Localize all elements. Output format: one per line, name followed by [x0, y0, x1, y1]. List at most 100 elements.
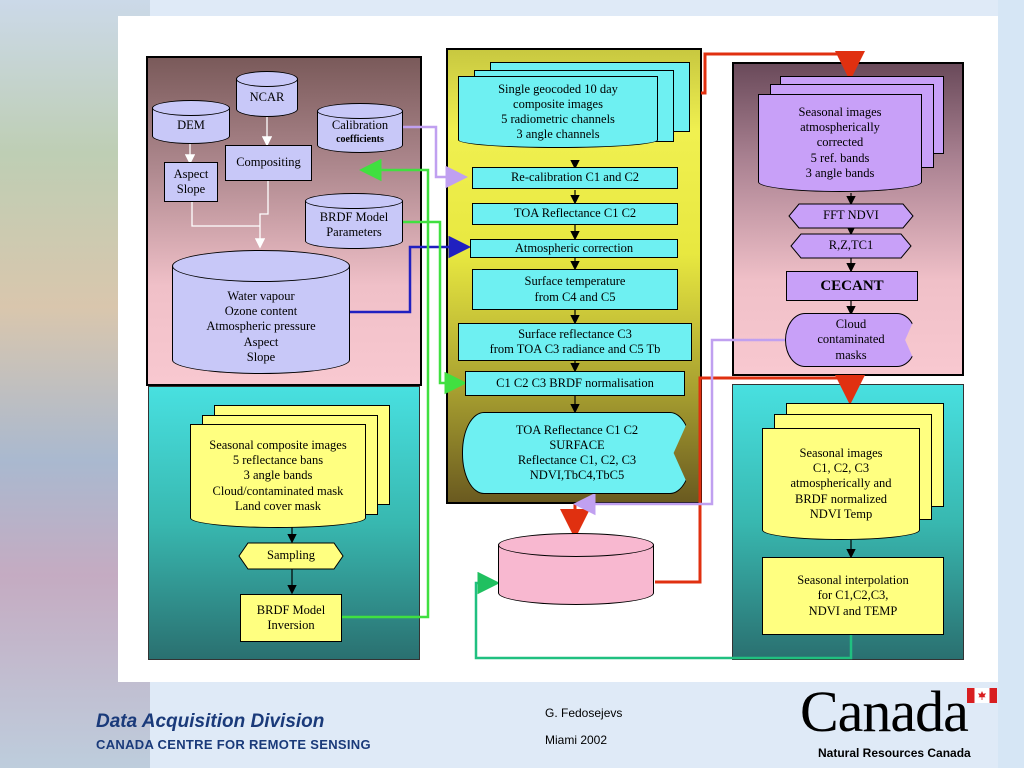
ncar-cylinder: NCAR	[236, 71, 298, 117]
left-seasonal-line2: 5 reflectance bans	[232, 453, 324, 468]
atmos-label: Atmospheric correction	[514, 240, 634, 255]
footer-place: Miami 2002	[545, 733, 608, 747]
left-seasonal-line4: Cloud/contaminated mask	[212, 483, 344, 498]
rb-seasonal-line5: NDVI Temp	[809, 506, 873, 521]
rb-seasonal-doc: Seasonal images C1, C2, C3 atmospherical…	[762, 428, 920, 540]
recal-box: Re-calibration C1 and C2	[472, 167, 678, 189]
brdfnorm-label: C1 C2 C3 BRDF normalisation	[496, 375, 654, 390]
vapour-line5: Slope	[246, 349, 276, 364]
arrow-vapour-atmos	[350, 235, 471, 314]
single-doc: Single geocoded 10 day composite images …	[458, 76, 658, 148]
inversion-line2: Inversion	[267, 618, 315, 632]
aspect-slope-box: Aspect Slope	[164, 162, 218, 202]
cloud-line1: Cloud	[835, 317, 867, 332]
inversion-box: BRDF Model Inversion	[240, 594, 342, 642]
canada-wordmark: Canada	[800, 679, 969, 744]
database-cylinder	[498, 533, 654, 605]
footer-department: Natural Resources Canada	[818, 746, 971, 760]
rztc-hexagon	[790, 233, 912, 259]
right-seasonal-line1: Seasonal images	[798, 104, 882, 119]
output-line3: Reflectance C1, C2, C3	[517, 453, 637, 467]
dem-label: DEM	[177, 118, 205, 133]
calibration-sublabel: coefficients	[336, 133, 384, 145]
canada-flag-icon	[967, 688, 997, 703]
footer-title: Data Acquisition Division	[96, 711, 325, 732]
footer-subtitle: CANADA CENTRE FOR REMOTE SENSING	[96, 737, 371, 752]
sampling-label: Sampling	[267, 548, 315, 563]
right-seasonal-line2: atmospherically	[800, 120, 880, 135]
output-line1: TOA Reflectance C1 C2	[515, 422, 639, 437]
surftemp-line2: from C4 and C5	[534, 289, 616, 304]
output-storage: TOA Reflectance C1 C2 SURFACE Reflectanc…	[462, 412, 692, 494]
brdf-params-cylinder: BRDF Model Parameters	[305, 193, 403, 249]
surfrefl-line1: Surface reflectance C3	[518, 326, 632, 341]
arrow-cloud-output	[573, 338, 786, 516]
aspect-label: Aspect	[173, 166, 209, 181]
single-line2: composite images	[513, 96, 603, 111]
inversion-line1: BRDF Model	[256, 602, 326, 617]
arrow-brdf-norm	[402, 220, 467, 395]
vapour-line1: Water vapour	[227, 288, 295, 303]
left-seasonal-line5: Land cover mask	[234, 498, 322, 513]
cecant-label: CECANT	[820, 277, 884, 294]
arrow-calibration-recal	[403, 125, 468, 189]
footer-author: G. Fedosejevs	[545, 706, 623, 720]
brdf-params-line2: Parameters	[326, 225, 382, 239]
calibration-cylinder: Calibration coefficients	[317, 103, 403, 153]
output-line4: NDVI,TbC4,TbC5	[529, 468, 625, 483]
rb-seasonal-line2: C1, C2, C3	[812, 461, 870, 476]
vapour-line4: Aspect	[243, 334, 279, 349]
compositing-box: Compositing	[225, 145, 312, 181]
fft-hexagon	[788, 203, 914, 229]
rb-seasonal-line3: atmospherically and	[790, 476, 892, 491]
toa-box: TOA Reflectance C1 C2	[472, 203, 678, 225]
surftemp-box: Surface temperature from C4 and C5	[472, 269, 678, 310]
interp-line1: Seasonal interpolation	[797, 573, 909, 588]
dem-cylinder: DEM	[152, 100, 230, 144]
arrow-compositing-vapour	[254, 180, 269, 249]
line-aspect-vapour	[191, 202, 260, 227]
output-line2: SURFACE	[549, 437, 605, 452]
surftemp-line1: Surface temperature	[524, 274, 626, 289]
interp-box: Seasonal interpolation for C1,C2,C3, NDV…	[762, 557, 944, 635]
right-seasonal-line3: corrected	[816, 135, 864, 150]
right-margin	[998, 0, 1024, 768]
brdfnorm-box: C1 C2 C3 BRDF normalisation	[465, 371, 685, 396]
cloud-line3: masks	[835, 347, 867, 362]
vapour-line2: Ozone content	[224, 304, 298, 319]
left-seasonal-line3: 3 angle bands	[243, 468, 313, 483]
toa-label: TOA Reflectance C1 C2	[513, 206, 637, 221]
right-seasonal-line4: 5 ref. bands	[810, 150, 870, 165]
brdf-params-line1: BRDF Model	[319, 209, 389, 224]
arrow-red-top	[701, 51, 865, 95]
interp-line2: for C1,C2,C3,	[817, 588, 889, 603]
single-line1: Single geocoded 10 day	[498, 81, 618, 96]
right-seasonal-doc: Seasonal images atmospherically correcte…	[758, 94, 922, 192]
slope-label: Slope	[176, 182, 206, 196]
surfrefl-box: Surface reflectance C3 from TOA C3 radia…	[458, 323, 692, 361]
left-seasonal-line1: Seasonal composite images	[209, 437, 347, 452]
compositing-label: Compositing	[236, 155, 301, 170]
single-line4: 3 angle channels	[516, 127, 600, 142]
arrow-inversion-brdf	[342, 158, 430, 619]
cecant-box: CECANT	[786, 271, 918, 301]
right-seasonal-line5: 3 angle bands	[805, 165, 875, 180]
left-seasonal-doc: Seasonal composite images 5 reflectance …	[190, 424, 366, 528]
cloud-line2: contaminated	[817, 332, 885, 347]
single-line3: 5 radiometric channels	[501, 112, 615, 126]
cloud-storage: Cloud contaminated masks	[785, 313, 917, 367]
water-vapour-cylinder: Water vapour Ozone content Atmospheric p…	[172, 250, 350, 374]
arrow-interp-db	[474, 571, 853, 660]
vapour-line3: Atmospheric pressure	[206, 319, 316, 334]
surfrefl-line2: from TOA C3 radiance and C5 Tb	[489, 342, 661, 356]
ncar-label: NCAR	[249, 90, 285, 105]
arrow-red-right	[655, 375, 865, 584]
rztc-label: R,Z,TC1	[828, 238, 874, 253]
rb-seasonal-line4: BRDF normalized	[794, 491, 887, 506]
atmos-box: Atmospheric correction	[470, 239, 678, 258]
rb-seasonal-line1: Seasonal images	[799, 445, 883, 460]
recal-label: Re-calibration C1 and C2	[510, 170, 640, 185]
fft-label: FFT NDVI	[823, 208, 879, 223]
interp-line3: NDVI and TEMP	[808, 603, 898, 618]
